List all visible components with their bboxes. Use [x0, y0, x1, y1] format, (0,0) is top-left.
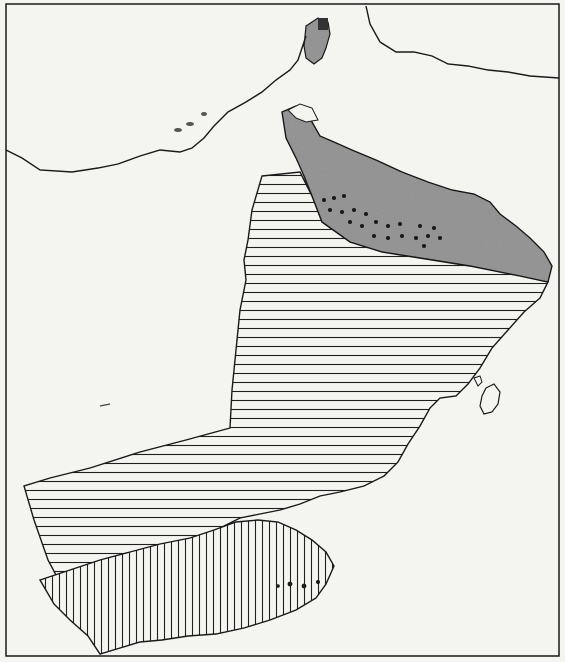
northern-inlet	[287, 103, 319, 123]
small-island	[473, 375, 483, 387]
musandam-dark-tip	[318, 18, 328, 30]
southern-islets	[276, 580, 320, 589]
speck	[99, 403, 111, 407]
dotted-cluster	[322, 194, 442, 248]
masirah-island	[479, 383, 501, 415]
iran-coastline	[365, 5, 560, 79]
gulf-islets	[174, 112, 207, 132]
northern-mountains-region	[281, 105, 553, 283]
gulf-coastline	[5, 35, 307, 173]
southern-coast-region	[38, 519, 335, 655]
